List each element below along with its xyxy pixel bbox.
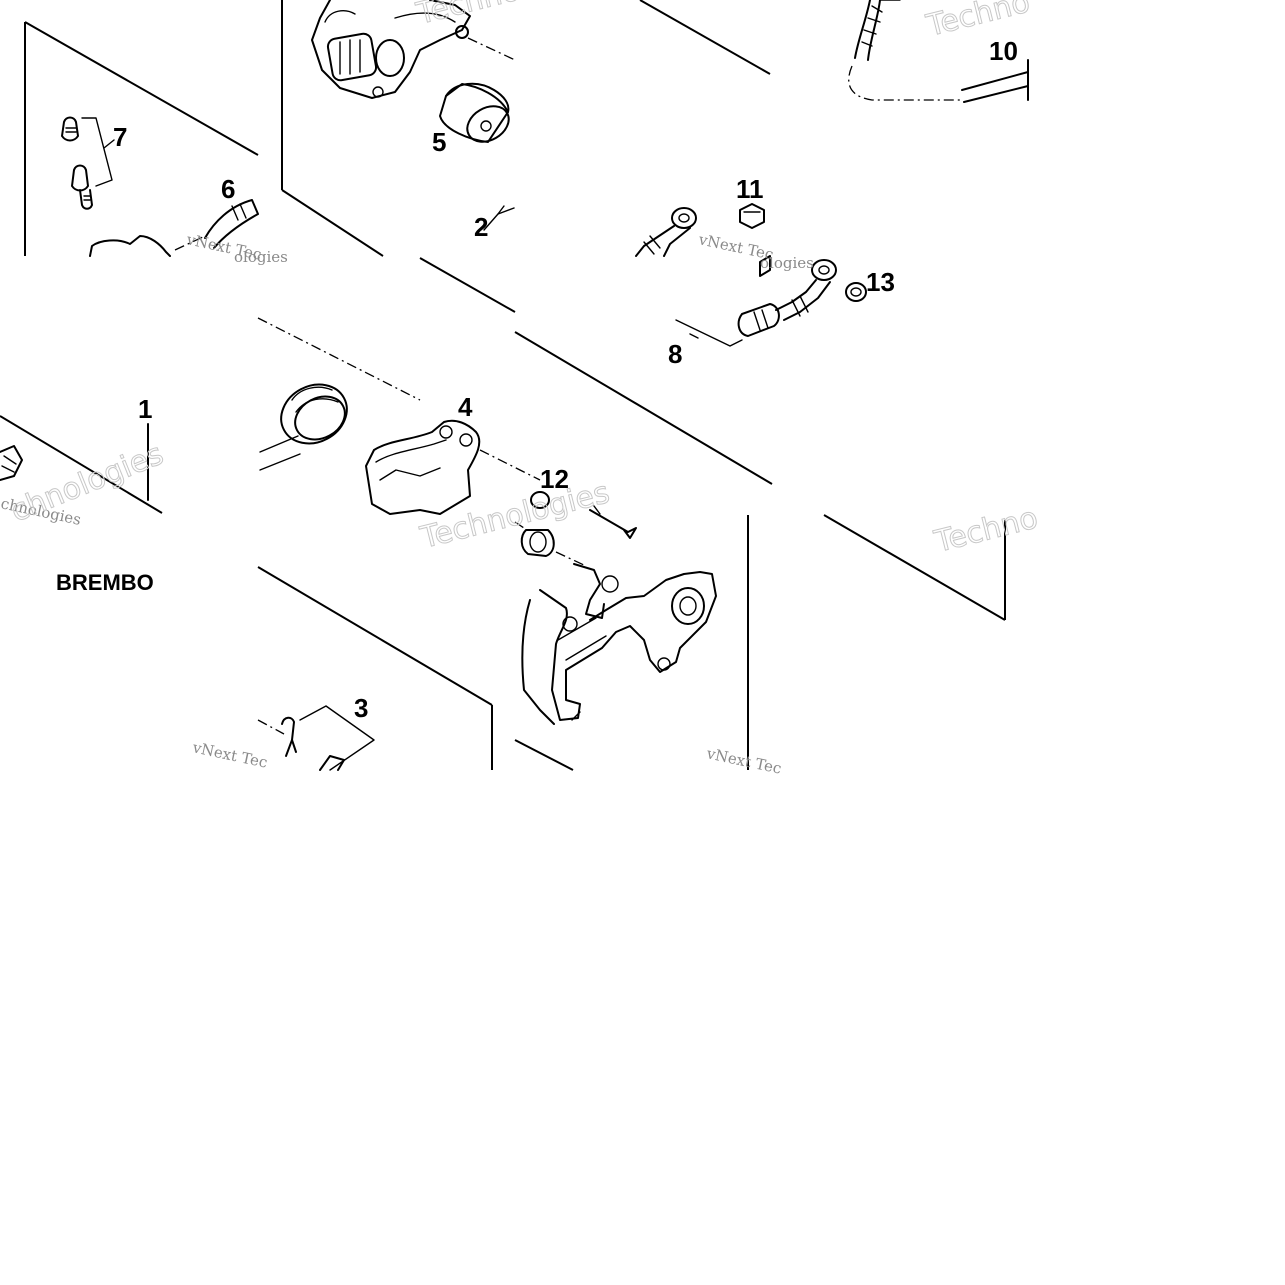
callout-4: 4 bbox=[458, 392, 473, 422]
frame-line bbox=[281, 189, 384, 257]
watermarks: vNext Tec ologies vNext Tec ologies chno… bbox=[0, 0, 1042, 778]
panel-frames bbox=[0, 0, 1006, 771]
callout-numbers: 7 6 5 2 10 11 13 8 1 4 12 3 bbox=[113, 36, 1018, 723]
watermark-text: Techno bbox=[930, 501, 1041, 560]
frame-line bbox=[419, 257, 516, 313]
banjo-fitting-illustration bbox=[635, 203, 867, 347]
pin-illustration bbox=[530, 491, 637, 539]
callout-7: 7 bbox=[113, 122, 127, 152]
watermark-text: Techno bbox=[412, 0, 523, 32]
callout-12: 12 bbox=[540, 464, 569, 494]
callout-11: 11 bbox=[736, 174, 764, 204]
frame-line bbox=[514, 331, 773, 485]
frame-line bbox=[0, 415, 163, 514]
frame-line bbox=[639, 0, 771, 75]
piston-seal-illustration bbox=[257, 317, 421, 471]
callout-6: 6 bbox=[221, 174, 235, 204]
frame-line bbox=[257, 566, 493, 706]
caliper-bracket-fragment bbox=[89, 199, 259, 257]
brake-pad-illustration bbox=[365, 419, 541, 515]
caliper-bracket-illustration bbox=[514, 521, 717, 725]
watermark-text: vNext Tec bbox=[704, 744, 783, 778]
brake-hose-illustration bbox=[848, 0, 1029, 103]
frame-line bbox=[24, 21, 259, 156]
piston-illustration bbox=[439, 82, 510, 143]
callout-8: 8 bbox=[668, 339, 682, 369]
watermark-text: chnologies bbox=[6, 437, 168, 530]
watermark-text: ologies bbox=[234, 248, 288, 266]
watermark-text: Technologies bbox=[416, 475, 612, 556]
brand-label: BREMBO bbox=[56, 570, 154, 595]
cotter-pin-illustration bbox=[257, 705, 375, 771]
callout-13: 13 bbox=[866, 267, 895, 297]
callout-2: 2 bbox=[474, 212, 488, 242]
watermark-text: ologies bbox=[760, 254, 814, 272]
callout-3: 3 bbox=[354, 693, 368, 723]
callout-5: 5 bbox=[432, 127, 446, 157]
callout-10: 10 bbox=[989, 36, 1018, 66]
frame-line bbox=[823, 514, 1006, 621]
caliper-body-illustration bbox=[311, 0, 516, 99]
caliper-assembly-fragment bbox=[0, 423, 149, 501]
bleeder-illustration bbox=[61, 116, 115, 210]
frame-line bbox=[514, 739, 574, 771]
watermark-text: vNext Tec bbox=[190, 738, 269, 772]
leader-lines bbox=[483, 205, 515, 231]
callout-1: 1 bbox=[138, 394, 152, 424]
